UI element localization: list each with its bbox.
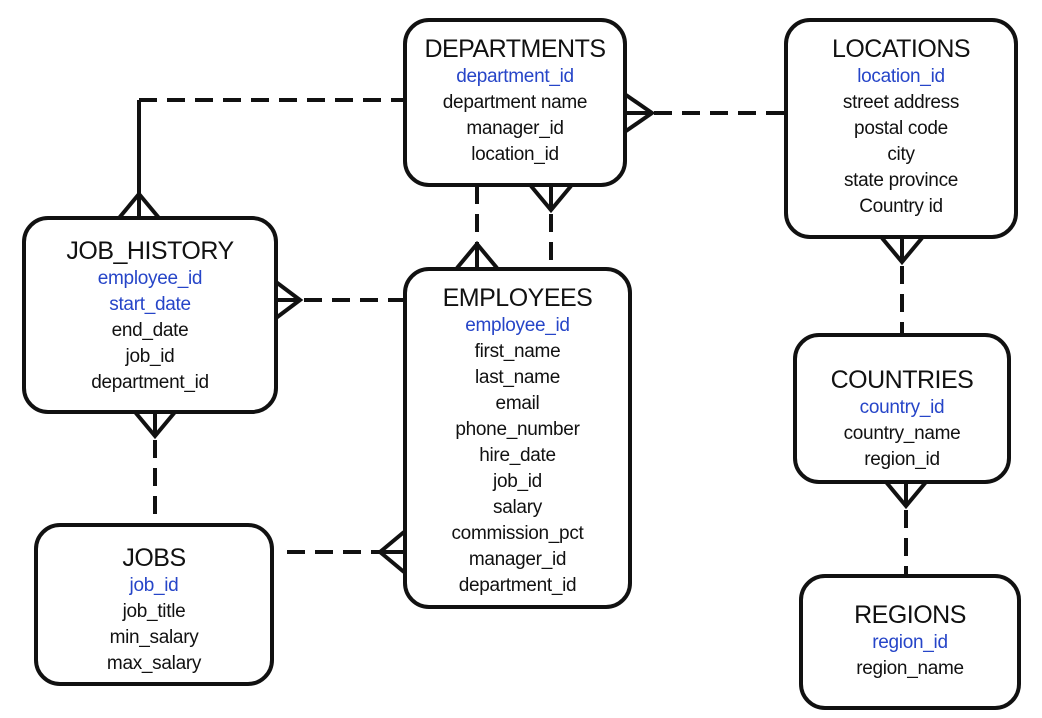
attribute: salary xyxy=(493,497,542,518)
entity-employees: EMPLOYEES employee_id first_name last_name… xyxy=(403,267,632,609)
entity-title: REGIONS xyxy=(854,601,966,629)
entity-departments: DEPARTMENTS department_id department name… xyxy=(403,18,627,187)
rel-locations-countries xyxy=(880,236,924,334)
entity-jobs: JOBS job_id job_title min_salary max_salary xyxy=(34,523,274,686)
entity-title: JOBS xyxy=(122,544,186,572)
attribute: location_id xyxy=(471,144,559,165)
rel-jobhistory-employees xyxy=(274,280,404,320)
primary-key-attribute: start_date xyxy=(109,294,191,315)
attribute: department_id xyxy=(91,372,209,393)
attribute-list: country_id country_name region_id xyxy=(797,395,1007,473)
entity-title: JOB_HISTORY xyxy=(66,237,234,265)
entity-countries: COUNTRIES country_id country_name region_i… xyxy=(793,333,1011,484)
primary-key-attribute: employee_id xyxy=(97,268,203,289)
attribute: region_name xyxy=(856,658,964,679)
entity-job-history: JOB_HISTORY employee_id start_date end_dat… xyxy=(22,216,278,414)
attribute: hire_date xyxy=(479,445,556,466)
attribute: end_date xyxy=(111,320,189,341)
attribute: phone_number xyxy=(455,419,580,440)
attribute: job_id xyxy=(493,471,542,492)
attribute: last_name xyxy=(475,367,560,388)
attribute: postal code xyxy=(854,118,948,139)
attribute: manager_id xyxy=(466,118,564,139)
primary-key-attribute: department_id xyxy=(456,66,574,87)
rel-employees-jobs xyxy=(287,530,406,574)
attribute: city xyxy=(887,144,915,165)
rel-jobhistory-jobs xyxy=(133,410,177,525)
rel-departments-employees xyxy=(529,184,573,268)
attribute: department_id xyxy=(458,575,577,596)
attribute: max_salary xyxy=(106,653,202,674)
attribute: job_title xyxy=(122,601,186,622)
rel-countries-regions xyxy=(884,480,928,575)
rel-departments-locations xyxy=(624,93,784,133)
attribute: first_name xyxy=(474,341,561,362)
primary-key-attribute: job_id xyxy=(129,575,179,596)
attribute: manager_id xyxy=(468,549,567,570)
primary-key-attribute: country_id xyxy=(859,397,945,418)
attribute: region_id xyxy=(864,449,940,470)
attribute-list: job_id job_title min_salary max_salary xyxy=(38,573,270,677)
attribute: min_salary xyxy=(109,627,199,648)
primary-key-attribute: employee_id xyxy=(465,315,570,336)
entity-title: DEPARTMENTS xyxy=(424,35,606,63)
primary-key-attribute: location_id xyxy=(857,66,945,87)
rel-employees-departments xyxy=(455,186,499,270)
attribute: email xyxy=(495,393,540,414)
attribute: department name xyxy=(442,92,588,113)
entity-title: LOCATIONS xyxy=(831,35,971,63)
entity-regions: REGIONS region_id region_name xyxy=(799,574,1021,710)
attribute: country_name xyxy=(843,423,961,444)
primary-key-attribute: region_id xyxy=(872,632,948,653)
attribute-list: region_id region_name xyxy=(803,630,1017,682)
entity-title: EMPLOYEES xyxy=(442,284,593,312)
entity-title: COUNTRIES xyxy=(830,366,974,394)
rel-jobhistory-departments xyxy=(117,98,404,220)
attribute: job_id xyxy=(125,346,175,367)
attribute: Country id xyxy=(859,196,943,217)
attribute: commission_pct xyxy=(451,523,584,544)
attribute: street address xyxy=(842,92,960,113)
attribute: state province xyxy=(843,170,959,191)
